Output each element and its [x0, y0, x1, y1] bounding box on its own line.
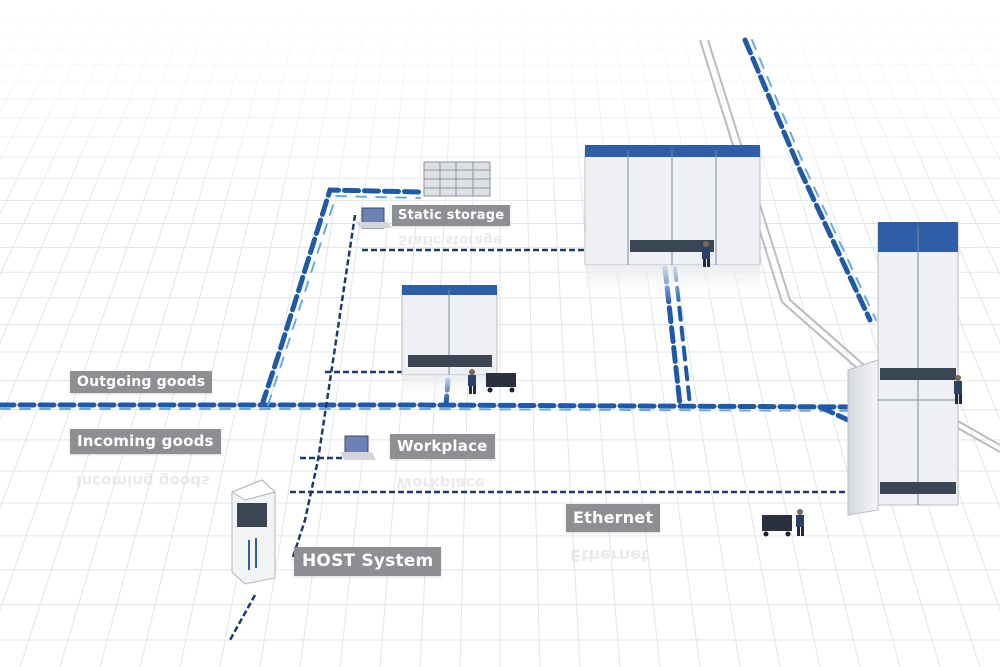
- shelving-icon: [423, 161, 491, 197]
- label-host-system: HOST System: [294, 547, 442, 576]
- label-reflection: Static storage: [398, 232, 502, 247]
- label-static-storage: Static storage: [392, 205, 511, 226]
- terminal-monitor-icon: [340, 435, 376, 460]
- vertical-lift-tower: [847, 222, 959, 516]
- label-reflection: Workplace: [396, 474, 485, 492]
- label-workplace: Workplace: [390, 434, 495, 459]
- trolley-icon: [468, 369, 516, 394]
- terminal-monitor-icon: [356, 207, 392, 229]
- operator-icon: [702, 241, 710, 267]
- network-cables: [0, 37, 877, 423]
- trolley-icon: [762, 509, 804, 537]
- vertical-lift-small: [401, 285, 498, 401]
- server-rack-icon: [230, 479, 277, 585]
- ethernet-lines: [228, 214, 850, 641]
- operator-icon: [954, 375, 962, 404]
- vertical-lift-large: [584, 145, 761, 305]
- label-reflection: Ethernet: [570, 546, 649, 565]
- label-ethernet: Ethernet: [566, 504, 661, 532]
- label-outgoing-goods: Outgoing goods: [70, 371, 213, 393]
- label-reflection: Incoming goods: [76, 472, 210, 490]
- label-incoming-goods: Incoming goods: [70, 429, 221, 454]
